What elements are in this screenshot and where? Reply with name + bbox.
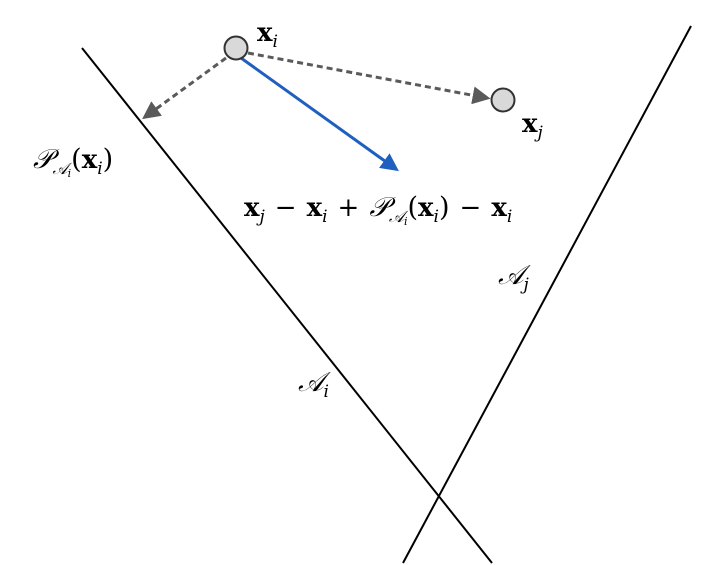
dashed-arrow-to-xj <box>247 51 491 105</box>
label-x-i: xi <box>257 18 278 52</box>
label-A-i: 𝒜i <box>298 367 331 402</box>
point-x-i <box>223 35 249 61</box>
line-A-j <box>402 25 692 564</box>
label-combined-expression: xj−xi+𝒫𝒜i(xi)−xi <box>244 192 512 228</box>
dashed-arrow-to-projection <box>142 56 227 120</box>
blue-arrow-combined-direction <box>240 56 399 172</box>
line-A-i <box>81 47 493 564</box>
label-projection: 𝒫𝒜i(xi) <box>33 144 113 180</box>
label-A-j: 𝒜j <box>498 260 531 295</box>
point-x-j <box>490 87 516 113</box>
label-x-j: xj <box>522 109 544 143</box>
